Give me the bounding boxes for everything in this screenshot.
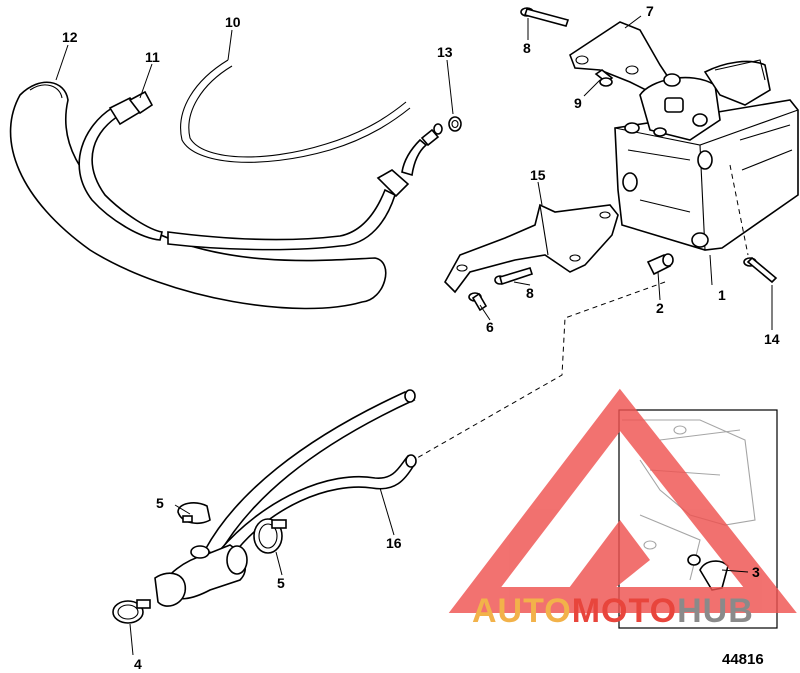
callout-1: 1 [718,287,726,303]
callout-5-large: 5 [277,575,285,591]
callout-10: 10 [225,14,241,30]
bolt-14 [743,256,778,284]
watermark-auto: AUTO [472,592,572,630]
bolt-8-top [520,7,570,27]
watermark-hub: HUB [677,592,754,630]
hose-16 [203,389,417,558]
hose-10 [180,59,411,163]
connector-body [154,544,248,607]
clamp-4 [112,599,151,624]
callout-13: 13 [437,44,453,60]
callout-5-small: 5 [156,495,164,511]
callout-4: 4 [134,656,142,672]
fuel-module-1 [614,59,799,251]
clamp-5-small [177,502,211,525]
bolt-8-lower [494,267,534,286]
callout-16: 16 [386,535,402,551]
callout-8-lower: 8 [526,285,534,301]
leader-lines [55,15,773,656]
svg-text:AUTOMOTOHUB: AUTOMOTOHUB [472,592,754,630]
callout-14: 14 [764,331,780,347]
hose-11 [78,90,443,251]
bracket-15 [444,203,619,294]
callout-12: 12 [62,29,78,45]
clamp-5-large [253,518,287,554]
callout-8-top: 8 [523,40,531,56]
callout-2: 2 [656,300,664,316]
hose-12 [9,81,387,310]
bracket-7 [569,21,672,93]
callout-15: 15 [530,167,546,183]
inset-detail [618,409,778,629]
bolt-9 [594,69,614,87]
callout-7: 7 [646,3,654,19]
callout-6: 6 [486,319,494,335]
watermark-logo: AUTOMOTOHUB [448,388,797,630]
fitting-2 [646,253,674,276]
o-ring-13 [448,116,462,132]
callout-9: 9 [574,95,582,111]
bolt-6 [468,292,488,312]
diagram-reference-number: 44816 [722,651,764,668]
module-hidden-line [729,164,749,256]
callout-3: 3 [752,564,760,580]
callout-11: 11 [145,49,160,65]
watermark-triangle-logo [448,388,797,613]
watermark-moto: MOTO [572,592,677,630]
